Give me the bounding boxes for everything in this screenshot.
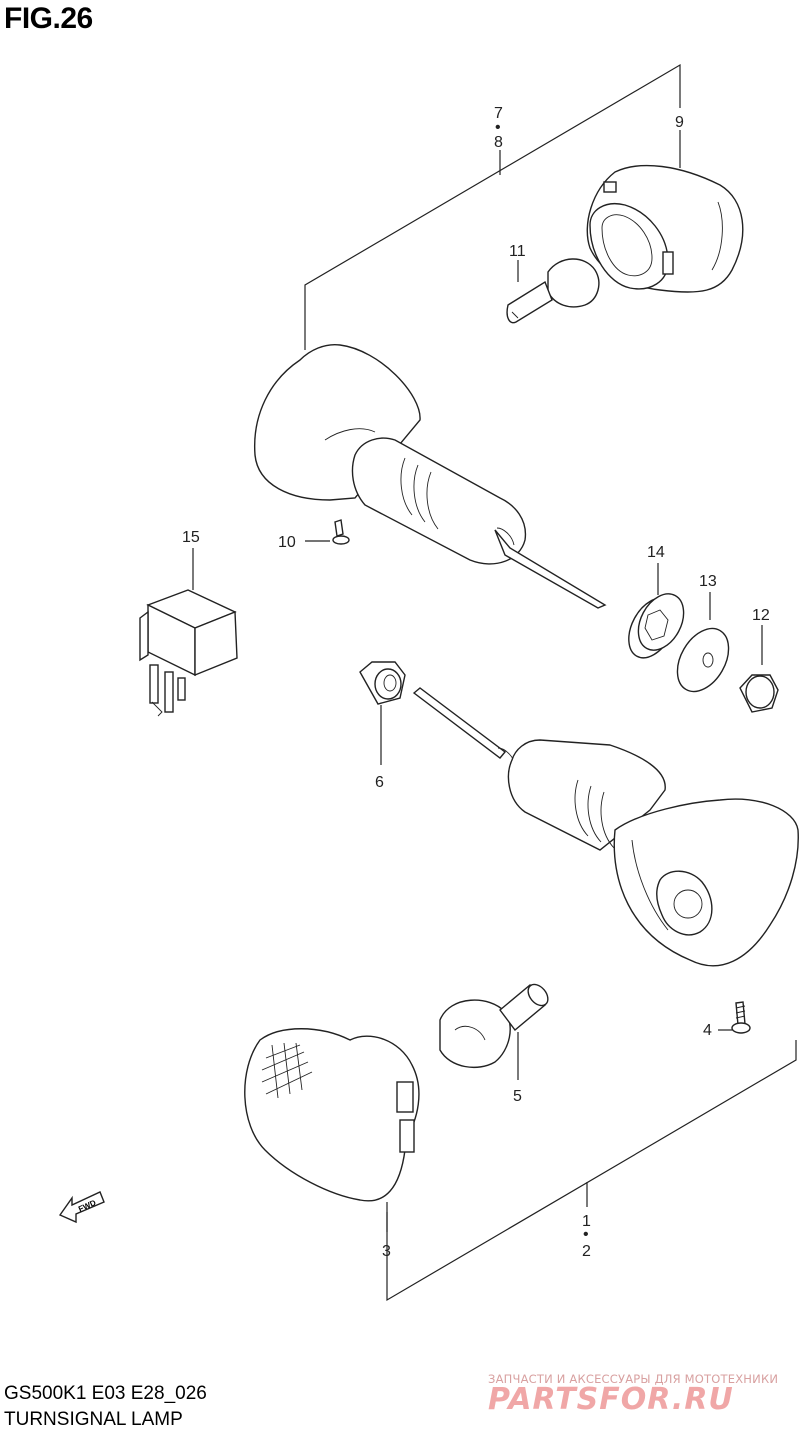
lower-assembly-bracket <box>386 1040 797 1302</box>
callout-dot-bottom: • <box>583 1226 589 1243</box>
bulb-part-5 <box>439 983 549 1080</box>
callout-15: 15 <box>182 529 200 546</box>
callout-8: 8 <box>494 134 503 151</box>
upper-assembly-bracket <box>304 63 681 350</box>
nut-part-12 <box>739 625 779 713</box>
callout-1: 1 <box>582 1213 591 1230</box>
nut-part-6 <box>359 661 406 765</box>
figure-title: FIG.26 <box>4 2 93 35</box>
callout-6: 6 <box>375 774 384 791</box>
screw-part-10 <box>305 519 350 545</box>
callout-10: 10 <box>278 534 296 551</box>
figure-caption: TURNSIGNAL LAMP <box>4 1409 183 1430</box>
callout-11: 11 <box>509 243 526 260</box>
spacer-part-14 <box>628 563 685 659</box>
model-code: GS500K1 E03 E28_026 <box>4 1383 207 1404</box>
watermark-tagline: ЗАПЧАСТИ И АКСЕССУАРЫ ДЛЯ МОТОТЕХНИКИ <box>488 1372 779 1386</box>
washer-part-13 <box>676 592 730 693</box>
callout-14: 14 <box>647 544 665 561</box>
callout-12: 12 <box>752 607 770 624</box>
callout-3: 3 <box>382 1243 391 1260</box>
relay-part-15 <box>139 548 238 717</box>
callout-4: 4 <box>703 1022 712 1039</box>
lens-part-3 <box>244 1028 420 1232</box>
callout-13: 13 <box>699 573 717 590</box>
callout-dot-top: • <box>495 119 501 136</box>
callout-5: 5 <box>513 1088 522 1105</box>
callout-9: 9 <box>675 114 684 131</box>
forward-direction-arrow: FWD <box>58 1191 105 1224</box>
bulb-part-11 <box>506 258 600 324</box>
watermark-logo: PARTSFOR.RU <box>488 1382 734 1417</box>
rear-turnsignal-housing <box>412 687 799 967</box>
screw-part-4 <box>718 1001 751 1034</box>
lens-part-9 <box>586 164 744 293</box>
front-turnsignal-housing <box>253 343 607 609</box>
callout-2: 2 <box>582 1243 591 1260</box>
callout-7: 7 <box>494 105 503 122</box>
callout-labels: 7 • 8 9 11 10 15 14 13 12 6 4 5 1 • 2 3 <box>182 105 770 1260</box>
